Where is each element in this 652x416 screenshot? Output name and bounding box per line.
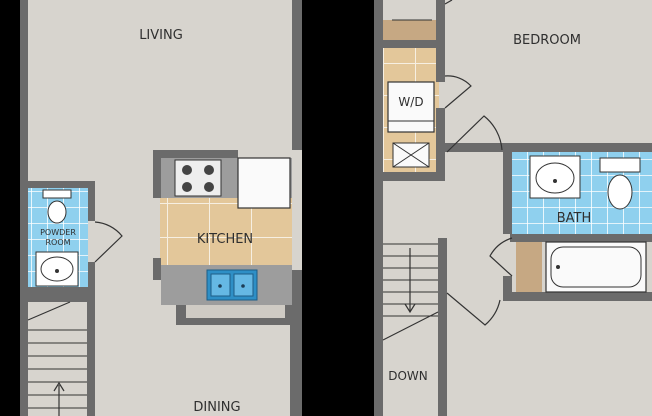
first-floor-stairs <box>24 293 95 416</box>
kitchen-label: KITCHEN <box>197 232 253 247</box>
kitchen: KITCHEN <box>153 150 292 325</box>
powder-room-wall-right <box>88 181 95 221</box>
bath-wall-left-lower <box>503 276 512 300</box>
down-label: DOWN <box>388 369 428 383</box>
bath-wall-bottom <box>503 292 652 301</box>
powder-room-wall-top <box>24 181 94 188</box>
powder-room-door-swing <box>94 221 123 263</box>
first-floor: POWDER ROOM <box>20 0 302 416</box>
powder-room-label-line2: ROOM <box>45 238 70 247</box>
dining-label: DINING <box>193 400 240 415</box>
bathtub-icon <box>545 241 647 293</box>
second-floor-left-wall <box>374 0 383 416</box>
bath-sink-icon <box>529 155 581 199</box>
powder-room-wall-right-lower <box>88 262 95 293</box>
washer-dryer-label: W/D <box>398 95 423 109</box>
bath-wall-mid <box>510 234 652 242</box>
kitchen-wall-left <box>153 150 161 198</box>
bedroom-door-swing <box>446 115 503 153</box>
second-floor-stairs: DOWN <box>382 238 501 416</box>
powder-room-sink-icon <box>35 251 79 287</box>
stair-wall-right <box>87 293 95 416</box>
kitchen-wall-top <box>153 150 238 158</box>
bath-label: BATH <box>557 211 592 226</box>
stove-icon <box>174 159 222 197</box>
up-arrow-icon <box>53 381 65 416</box>
powder-room-label-line1: POWDER <box>40 228 76 237</box>
bath-door-swing <box>489 237 513 277</box>
kitchen-wall-left-lower <box>153 258 161 280</box>
refrigerator-icon <box>237 157 291 209</box>
kitchen-bottom-inner <box>186 305 285 318</box>
right-exterior-wall-lower <box>290 270 302 416</box>
hall-door-swing <box>446 292 501 326</box>
water-heater-icon <box>392 142 430 168</box>
washer-dryer-icon <box>387 81 435 133</box>
bathroom: BATH <box>489 143 652 301</box>
laundry-closet: W/D <box>383 48 472 181</box>
down-arrow-icon <box>404 248 416 314</box>
bedroom-wall <box>445 143 652 152</box>
bath-toilet-icon <box>599 157 641 210</box>
bath-cabinet <box>516 242 542 292</box>
linen-closet <box>383 0 453 48</box>
living-label: LIVING <box>139 28 183 43</box>
powder-room-wall-bottom <box>24 287 95 294</box>
laundry-door-swing <box>444 75 472 109</box>
stair-wall-top <box>24 293 95 302</box>
powder-room: POWDER ROOM <box>24 181 123 294</box>
bath-wall-left <box>503 143 512 234</box>
kitchen-sink-icon <box>206 269 258 301</box>
left-exterior-wall <box>20 0 28 416</box>
toilet-icon <box>42 189 72 224</box>
bedroom-label: BEDROOM <box>513 33 581 48</box>
second-floor: W/D BA <box>374 0 652 416</box>
right-exterior-wall <box>292 0 302 150</box>
